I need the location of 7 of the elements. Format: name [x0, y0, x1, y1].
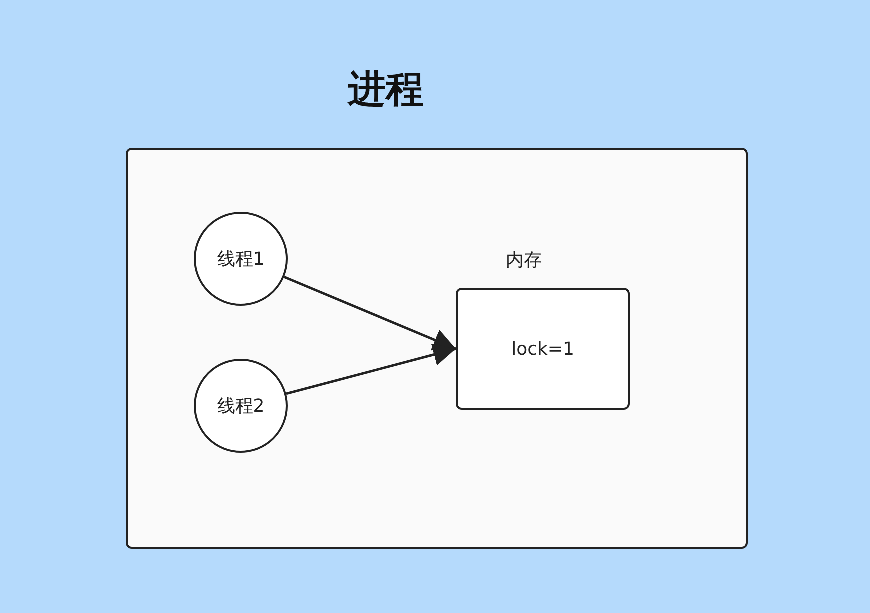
- thread-label: 线程1: [217, 248, 265, 272]
- variable-label: lock=1: [512, 338, 574, 362]
- diagram-heading: 进程: [348, 70, 424, 108]
- thread-label: 线程2: [217, 394, 265, 418]
- arrow: [286, 344, 456, 396]
- memory-heading: 内存: [506, 249, 542, 273]
- arrow: [284, 276, 456, 351]
